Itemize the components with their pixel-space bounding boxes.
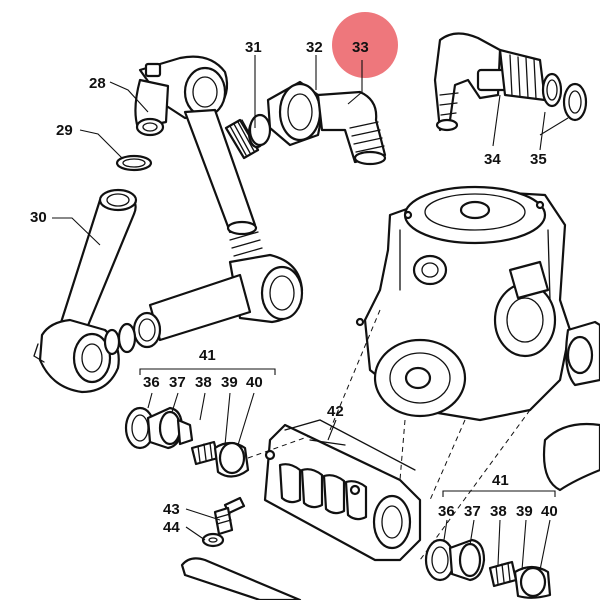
highlight-marker <box>332 12 398 78</box>
label-39-lower: 39 <box>516 503 533 520</box>
label-38-upper: 38 <box>195 374 212 391</box>
pipe-vertical <box>183 108 263 257</box>
label-36-upper: 36 <box>143 374 160 391</box>
part-29-o-ring[interactable] <box>115 154 153 172</box>
label-44: 44 <box>163 519 180 536</box>
label-41-lower: 41 <box>492 472 509 489</box>
valve-set-1[interactable] <box>124 406 250 478</box>
callout-labels: 28 29 30 31 32 33 34 35 41 36 37 38 39 4… <box>30 39 558 536</box>
tee-fitting <box>103 253 304 356</box>
assembly-lines <box>247 309 531 561</box>
part-35-o-rings[interactable] <box>541 72 588 122</box>
label-29: 29 <box>56 122 73 139</box>
label-30: 30 <box>30 209 47 226</box>
label-41-upper: 41 <box>199 347 216 364</box>
label-34: 34 <box>484 151 501 168</box>
label-36-lower: 36 <box>438 503 455 520</box>
label-40-lower: 40 <box>541 503 558 520</box>
label-35: 35 <box>530 151 547 168</box>
part-28-elbow[interactable] <box>134 55 229 137</box>
label-37-upper: 37 <box>169 374 186 391</box>
belt-gasket <box>180 557 302 600</box>
label-38-lower: 38 <box>490 503 507 520</box>
part-43-screw[interactable] <box>213 496 246 536</box>
label-28: 28 <box>89 75 106 92</box>
part-44-washer[interactable] <box>201 532 225 548</box>
part-42-manifold[interactable] <box>263 419 422 562</box>
label-40-upper: 40 <box>246 374 263 391</box>
label-42: 42 <box>327 403 344 420</box>
label-43: 43 <box>163 501 180 518</box>
label-39-upper: 39 <box>221 374 238 391</box>
leader-lines <box>52 55 569 571</box>
part-34-barb-elbow[interactable] <box>433 32 547 132</box>
label-32: 32 <box>306 39 323 56</box>
part-33-hose-barb-elbow[interactable] <box>316 90 387 166</box>
part-32-union-nut[interactable] <box>248 80 327 147</box>
label-37-lower: 37 <box>464 503 481 520</box>
valve-set-2[interactable] <box>424 538 552 599</box>
label-31: 31 <box>245 39 262 56</box>
pump-body <box>355 185 572 422</box>
label-33: 33 <box>352 39 369 56</box>
right-side-fitting <box>542 320 600 492</box>
part-30-tube-elbow[interactable] <box>33 188 138 394</box>
